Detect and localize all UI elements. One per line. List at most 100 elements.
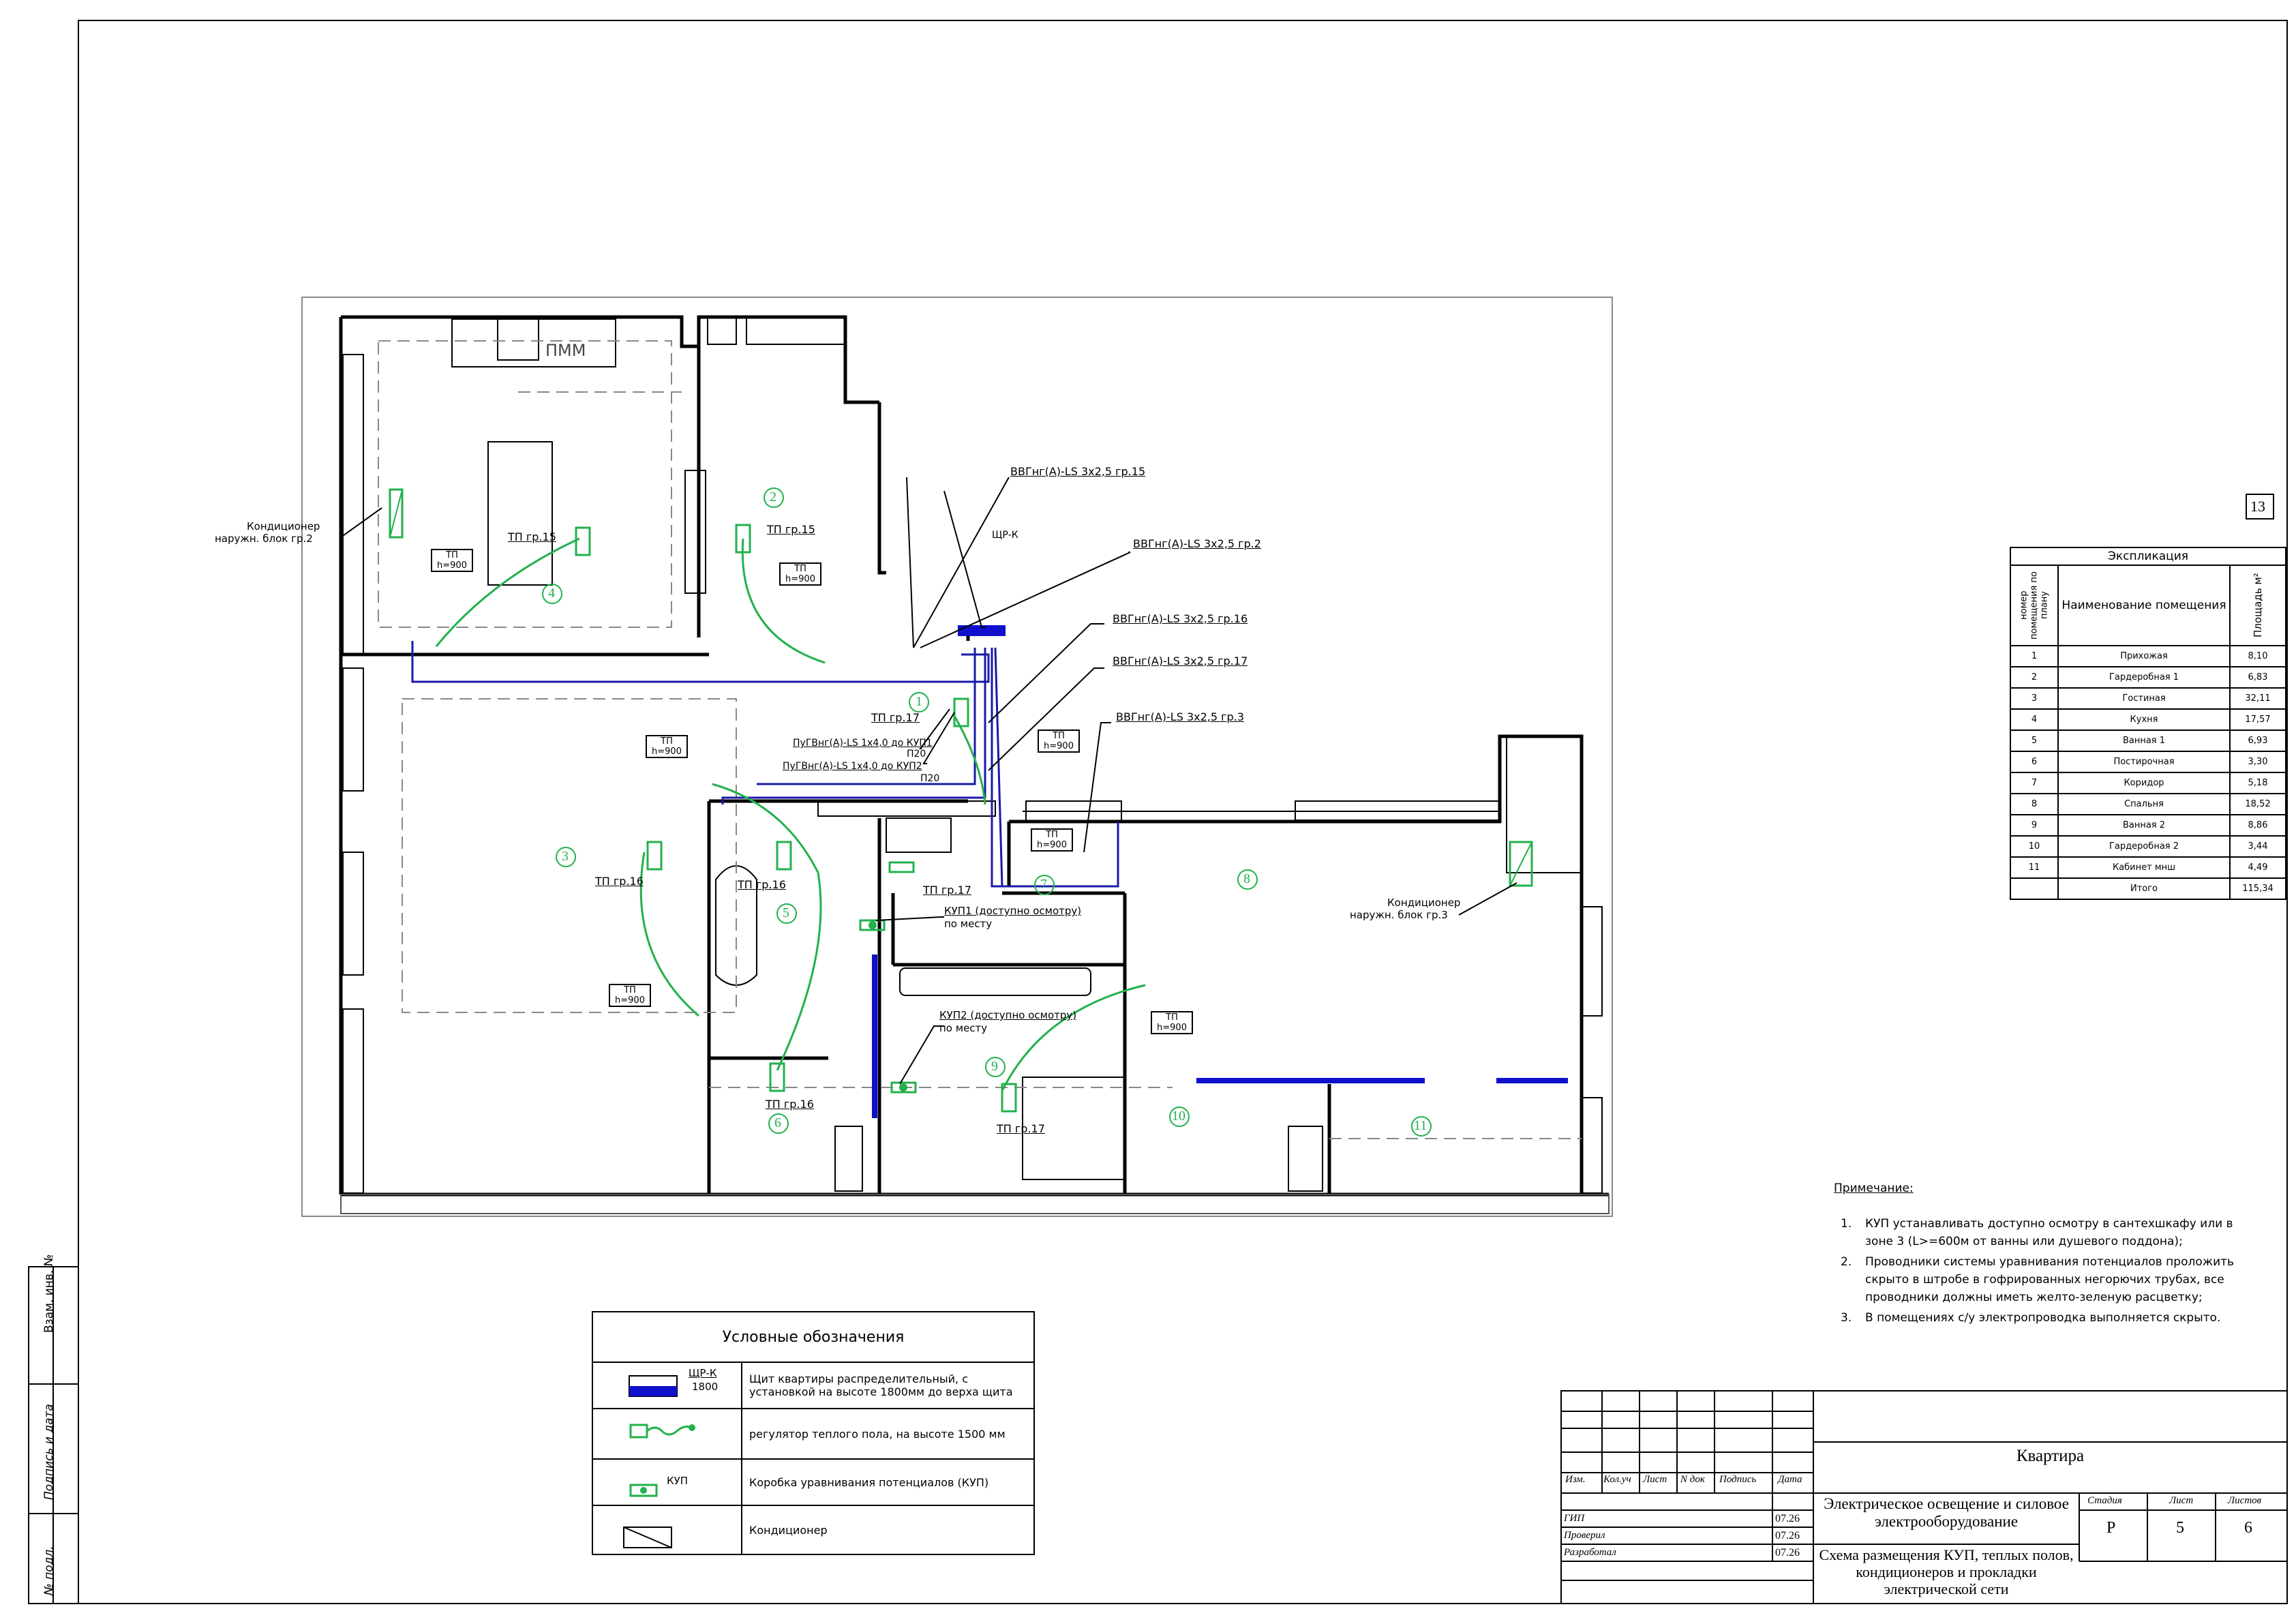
cell: 2 — [2010, 666, 2059, 689]
cell: 4,49 — [2229, 856, 2286, 879]
legend-symbol-regulator — [592, 1408, 742, 1460]
note-item: 2. Проводники системы уравнивания потенц… — [1841, 1253, 2234, 1306]
legend-text: Кондиционер — [741, 1505, 1035, 1555]
tb-sheet-header: Лист — [2169, 1495, 2194, 1506]
tp-height-box: ТП h=900 — [431, 549, 473, 572]
note-item: 3. В помещениях с/у электропроводка выпо… — [1841, 1309, 2234, 1327]
tp-height-box: ТП h=900 — [609, 984, 651, 1007]
cell: 10 — [2010, 835, 2059, 858]
tb-stage-header: Стадия — [2087, 1495, 2122, 1506]
tp-height-box: ТП h=900 — [646, 735, 688, 758]
kup1-label: КУП1 (доступно осмотру) — [944, 905, 1082, 917]
cell: 3,44 — [2229, 835, 2286, 858]
room-number: 11 — [1414, 1118, 1428, 1133]
cell: 3,30 — [2229, 751, 2286, 773]
cable-label: ВВГнг(А)-LS 3х2,5 гр.3 — [1116, 710, 1244, 723]
cell: 4 — [2010, 708, 2059, 731]
cell: 18,52 — [2229, 793, 2286, 815]
legend-symbol-label: КУП — [667, 1475, 689, 1487]
cell: Спальня — [2057, 793, 2231, 815]
cell: Гостиная — [2057, 687, 2231, 710]
pmm-label: ПММ — [545, 341, 586, 360]
note-number: 3. — [1841, 1311, 1852, 1325]
legend-symbol-panel: ЩР-К 1800 — [592, 1362, 742, 1409]
tb-role: Разработал — [1564, 1547, 1616, 1558]
heating-label: ТП гр.17 — [871, 711, 920, 724]
explication-col-number: номер помещения по плану — [2010, 565, 2058, 646]
cell: 6 — [2010, 751, 2059, 773]
cell: Итого — [2057, 877, 2231, 900]
cell: 115,34 — [2229, 877, 2286, 900]
tb-role: Проверил — [1564, 1530, 1605, 1541]
cell: Гардеробная 2 — [2057, 835, 2231, 858]
legend-table: Условные обозначения ЩР-К 1800 Щит кварт… — [592, 1311, 1035, 1555]
room-number: 7 — [1040, 877, 1047, 892]
tb-sheets: 6 — [2244, 1519, 2252, 1537]
heating-label: ТП гр.16 — [738, 878, 786, 891]
cable-label: ВВГнг(А)-LS 3х2,5 гр.2 — [1133, 537, 1261, 550]
cell: 6,83 — [2229, 666, 2286, 689]
room-number: 4 — [548, 586, 555, 601]
room-number: 10 — [1172, 1109, 1185, 1124]
note-line: скрыто в штробе в гофрированных негорючи… — [1865, 1273, 2224, 1287]
explication-col-area: Площадь м² — [2230, 565, 2286, 646]
room-number: 9 — [991, 1059, 998, 1074]
tb-section: Электрическое освещение и силовое электр… — [1824, 1495, 2069, 1530]
pe-cable-label: ПуГВнг(А)-LS 1х4,0 до КУП2 — [783, 761, 922, 772]
room-number: 8 — [1243, 871, 1250, 886]
tb-date: 07.26 — [1775, 1513, 1800, 1524]
note-item: 1. КУП устанавливать доступно осмотру в … — [1841, 1215, 2234, 1250]
ac-right-label-2: наружн. блок гр.3 — [1350, 909, 1448, 921]
cell: Постирочная — [2057, 751, 2231, 773]
cell: 8,86 — [2229, 814, 2286, 837]
stamp-signature-date: Подпись и дата — [42, 1404, 56, 1500]
pe-cable-conduit: П20 — [907, 749, 926, 760]
heating-label: ТП гр.16 — [595, 875, 644, 888]
tb-header: Кол.уч — [1603, 1474, 1631, 1485]
cable-label: ВВГнг(А)-LS 3х2,5 гр.16 — [1113, 612, 1248, 625]
tb-date: 07.26 — [1775, 1530, 1800, 1542]
cell: 32,11 — [2229, 687, 2286, 710]
tb-role: ГИП — [1564, 1513, 1585, 1524]
sheet-number: 13 — [2250, 498, 2265, 515]
ac-right-label: Кондиционер — [1387, 897, 1461, 909]
tb-header: Лист — [1643, 1474, 1667, 1485]
cell: Ванная 1 — [2057, 730, 2231, 752]
heating-label: ТП гр.17 — [923, 884, 971, 897]
cell: Гардеробная 1 — [2057, 666, 2231, 689]
heating-label: ТП гр.15 — [508, 530, 556, 543]
room-number: 1 — [916, 694, 922, 709]
explication-title: Экспликация — [2010, 547, 2286, 566]
tb-object: Квартира — [2016, 1447, 2085, 1465]
note-line: В помещениях с/у электропроводка выполня… — [1865, 1311, 2221, 1325]
heating-label: ТП гр.16 — [766, 1098, 814, 1111]
pe-cable-conduit: П20 — [920, 773, 940, 784]
notes-title: Примечание: — [1834, 1182, 1914, 1195]
outer-frame — [78, 20, 2288, 1604]
cell: 5 — [2010, 730, 2059, 752]
room-number: 2 — [770, 490, 776, 505]
explication-col-name: Наименование помещения — [2057, 565, 2231, 646]
legend-title: Условные обозначения — [592, 1311, 1035, 1363]
cell: Кухня — [2057, 708, 2231, 731]
cable-label: ВВГнг(А)-LS 3х2,5 гр.15 — [1010, 465, 1146, 478]
tb-stage: Р — [2106, 1519, 2116, 1537]
heating-label: ТП гр.17 — [997, 1122, 1045, 1135]
tb-sheet: 5 — [2176, 1519, 2184, 1537]
note-line: зоне 3 (L>=600м от ванны или душевого по… — [1865, 1235, 2183, 1248]
note-line: КУП устанавливать доступно осмотру в сан… — [1865, 1217, 2233, 1231]
cell: 5,18 — [2229, 772, 2286, 794]
cell: Ванная 2 — [2057, 814, 2231, 837]
legend-symbol-sub: 1800 — [692, 1381, 719, 1393]
cell: 9 — [2010, 814, 2059, 837]
panel-label: ЩР-К — [992, 530, 1018, 541]
ac-left-label: Кондиционер — [247, 520, 320, 532]
